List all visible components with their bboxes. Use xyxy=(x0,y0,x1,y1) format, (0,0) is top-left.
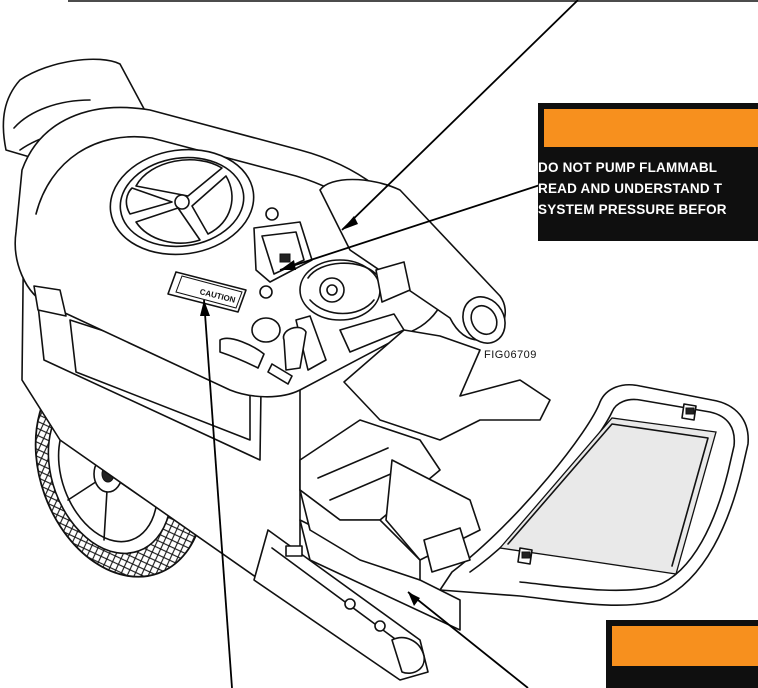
callout-label-top xyxy=(279,184,541,271)
rear-cover xyxy=(299,329,551,581)
callout-lines xyxy=(200,0,579,688)
callout-bottom-label xyxy=(407,591,529,688)
warning-label-top-orange-band xyxy=(544,109,758,147)
figure-id: FIG06709 xyxy=(484,349,537,361)
pump-assembly xyxy=(219,178,506,385)
callout-caution xyxy=(203,299,233,688)
warning-label-bottom-orange-band xyxy=(612,626,758,666)
warning-label-line-1: DO NOT PUMP FLAMMABL xyxy=(538,160,717,175)
warning-label-line-2: READ AND UNDERSTAND T xyxy=(538,181,723,196)
caution-decal: CAUTION xyxy=(167,271,247,313)
hose-reel xyxy=(109,148,255,256)
cart-handle xyxy=(439,384,749,606)
warning-label-bottom xyxy=(606,620,758,688)
warning-label-line-3: SYSTEM PRESSURE BEFOR xyxy=(538,202,727,217)
warning-label-top: DO NOT PUMP FLAMMABL READ AND UNDERSTAND… xyxy=(538,103,758,241)
callout-top xyxy=(341,0,579,231)
